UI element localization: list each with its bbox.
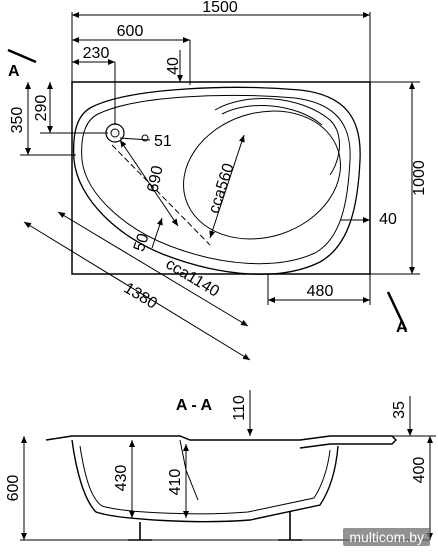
section-marker-right bbox=[386, 291, 408, 331]
drain-inner bbox=[110, 128, 120, 138]
dim-560 bbox=[209, 134, 245, 239]
label-290: 290 bbox=[33, 95, 50, 122]
top-view bbox=[7, 12, 420, 361]
centre-line bbox=[111, 144, 211, 246]
oval-headrest bbox=[183, 110, 341, 240]
label-410: 410 bbox=[167, 469, 184, 496]
label-600: 600 bbox=[117, 23, 144, 40]
section-label-left: A bbox=[8, 63, 20, 80]
label-40-top: 40 bbox=[165, 57, 182, 75]
basin-rim bbox=[72, 86, 361, 275]
label-690: 690 bbox=[145, 164, 167, 194]
label-35: 35 bbox=[391, 401, 408, 419]
section-rim bbox=[45, 435, 397, 449]
section-marker-left bbox=[7, 48, 37, 64]
section-label-right: A bbox=[396, 319, 408, 336]
section-view bbox=[20, 390, 436, 541]
dim-690 bbox=[119, 139, 179, 227]
dim-50 bbox=[151, 217, 163, 249]
label-350: 350 bbox=[9, 107, 26, 134]
label-600-section: 600 bbox=[5, 475, 22, 502]
label-cca1140: cca1140 bbox=[163, 256, 223, 301]
section-body-inner bbox=[79, 445, 331, 515]
watermark: multicom.by bbox=[343, 528, 430, 546]
dim-1140 bbox=[57, 211, 249, 327]
section-title: A - A bbox=[176, 397, 213, 414]
label-430: 430 bbox=[113, 465, 130, 492]
label-1500: 1500 bbox=[202, 0, 238, 16]
section-view-labels: A - A 110 35 600 430 410 400 bbox=[5, 395, 428, 501]
basin-inner bbox=[81, 94, 351, 265]
section-body-outer bbox=[71, 439, 339, 523]
leader-51 bbox=[119, 137, 151, 141]
backrest-curve bbox=[214, 98, 340, 176]
label-50: 50 bbox=[131, 231, 153, 253]
label-110: 110 bbox=[231, 395, 248, 421]
label-400: 400 bbox=[411, 457, 428, 484]
top-view-labels: 1500 600 230 40 350 290 51 690 cca560 10… bbox=[8, 0, 428, 336]
label-1000: 1000 bbox=[411, 160, 428, 196]
label-480: 480 bbox=[307, 283, 334, 300]
label-cca560: cca560 bbox=[206, 161, 238, 215]
backrest-curve-2 bbox=[221, 105, 323, 126]
label-1380: 1380 bbox=[121, 280, 160, 313]
drain-outer bbox=[105, 123, 125, 143]
label-40-right: 40 bbox=[379, 211, 397, 228]
label-51: 51 bbox=[154, 133, 172, 150]
label-230: 230 bbox=[83, 45, 110, 62]
